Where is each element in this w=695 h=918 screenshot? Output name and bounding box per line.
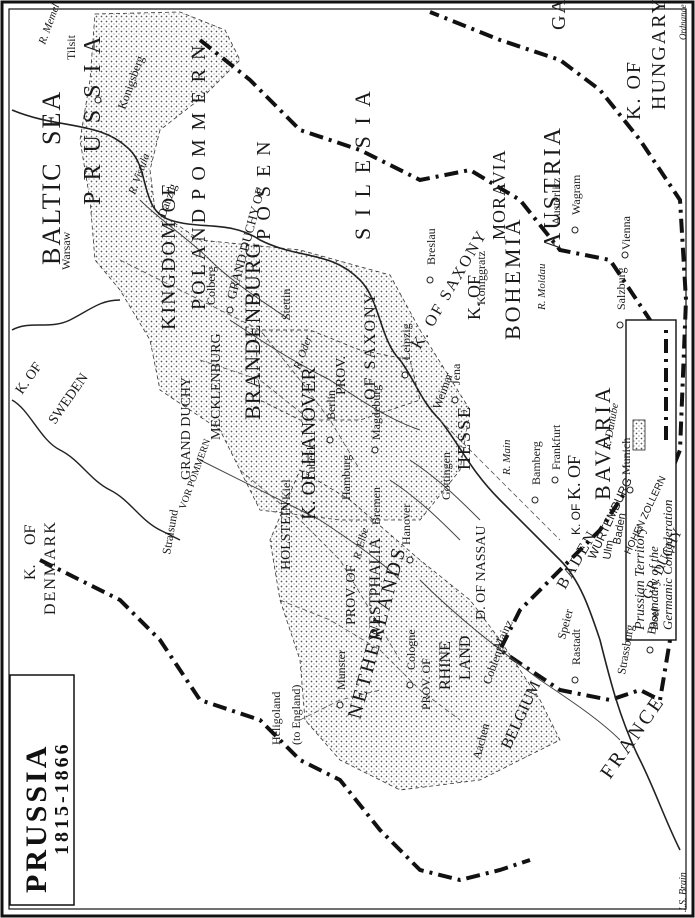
city-ulm: Ulm <box>601 539 616 560</box>
title-block: PRUSSIA 1815-1866 <box>9 674 75 906</box>
city-basel: Basel <box>644 606 663 635</box>
label-posen: P O S E N <box>253 139 275 240</box>
label-k-of-hanover: K. OF HANOVER <box>298 367 320 520</box>
city-breslau: Breslau <box>424 228 438 265</box>
city-bamberg: Bamberg <box>529 441 543 485</box>
city-colberg: Colberg <box>204 267 218 305</box>
label-k-of-bohemia: K. OF <box>464 275 484 320</box>
label-prov-of: PROV. OF <box>419 658 433 710</box>
label-k-of-bavaria: K. OF <box>564 455 584 500</box>
city-munich: Munich <box>619 438 633 475</box>
city-labels: R. Memel Tilsit Konigsberg Danzig Warsaw… <box>36 2 662 760</box>
legend: Prussian Territory Boundary of the Germa… <box>625 319 677 641</box>
state-boundaries <box>119 259 561 721</box>
city-leipzig: Leipzig <box>399 323 413 360</box>
city-lubeck: Lubeck <box>304 444 318 480</box>
label-of-denmark: OF <box>22 524 39 545</box>
label-baltic: BALTIC <box>37 162 66 266</box>
city-stettin: Stettin <box>279 289 293 320</box>
denmark-peninsula <box>11 399 181 541</box>
credit-left: J.S. Brain <box>678 872 689 912</box>
label-brandenburg: BRANDENBURG <box>240 242 265 420</box>
city-munster: Munster <box>334 650 348 690</box>
city-jena: Jena <box>449 363 463 385</box>
city-hamburg: Hamburg <box>339 455 353 500</box>
label-westphalia: WESTPHALIA <box>367 537 384 640</box>
confederation-boundary-west <box>39 558 531 883</box>
city-main: R. Main <box>501 439 513 476</box>
city-salzburg: Salzburg <box>614 268 628 310</box>
legend-box <box>625 319 677 641</box>
label-kingdom-of: KINGDOM OF <box>158 183 180 330</box>
label-land: LAND <box>457 636 474 680</box>
label-moravia: MORAVIA <box>489 149 509 240</box>
city-hanover: Hanover <box>399 504 413 545</box>
city-cologne: Cologne <box>404 629 418 670</box>
city-gottingen: Gottingen <box>439 452 453 500</box>
label-k-of-hungary: K. OF <box>623 60 645 120</box>
baltic-coastline <box>11 109 561 561</box>
title-box <box>9 674 75 906</box>
label-austria: AUSTRIA <box>540 125 566 250</box>
river-vistula <box>139 199 291 321</box>
city-berlin: Berlin <box>324 390 338 420</box>
label-nassau: D. OF NASSAU <box>474 525 489 620</box>
prussia-territory-west <box>269 469 561 791</box>
city-heligoland-1: Heligoland <box>269 692 283 745</box>
river-moldau <box>389 479 461 541</box>
river-elbe <box>199 459 401 581</box>
legend-boundary-line2: Germanic Confederation <box>660 500 675 630</box>
label-poland: POLAND <box>188 205 210 310</box>
city-vienna: Vienna <box>619 215 633 250</box>
label-denmark: DENMARK <box>42 520 59 615</box>
label-k-of-wurtemburg: K. OF <box>569 504 583 535</box>
label-silesia: S I L E S I A <box>350 88 375 240</box>
north-sea-coastline <box>559 559 681 851</box>
city-kiel: Kiel <box>279 479 293 500</box>
label-holstein: HOLSTEIN <box>279 502 294 570</box>
label-grand-duchy: GRAND DUCHY <box>179 377 194 480</box>
city-dots <box>94 96 654 709</box>
map-inner-frame <box>8 8 687 910</box>
city-moldau: R. Moldau <box>536 263 548 311</box>
label-bavaria: BAVARIA <box>590 384 615 500</box>
label-prov-saxony-1: PROV. <box>334 356 349 395</box>
map-title: PRUSSIA <box>20 744 53 893</box>
legend-prussian-territory: Prussian Territory <box>633 526 648 631</box>
label-sea: SEA <box>37 90 66 145</box>
city-warsaw: Warsaw <box>59 231 73 270</box>
city-magdeburg: Magdeburg <box>369 385 383 440</box>
label-prov-of-westphalia: PROV. OF <box>344 564 359 625</box>
label-k-denmark: K. <box>22 564 39 580</box>
river-oder <box>229 319 421 431</box>
sweden-coast <box>11 299 121 331</box>
label-pommern: P O M M E R N <box>188 44 210 200</box>
city-frankfurt: Frankfurt <box>549 424 563 470</box>
city-baden: Baden <box>611 512 628 545</box>
city-rastadt: Rastadt <box>569 628 583 665</box>
city-wagram: Wagram <box>569 174 583 215</box>
label-rhine: RHINE <box>437 641 454 690</box>
map-years: 1815-1866 <box>51 741 73 855</box>
credit-right: Ordnance <box>678 4 688 40</box>
label-hungary: HUNGARY <box>648 0 670 110</box>
city-bremen: Bremen <box>369 487 383 525</box>
river-main <box>409 459 481 521</box>
label-prussia: P R U S S I A <box>80 34 106 206</box>
river-danube <box>419 579 621 741</box>
label-mecklenburg: MECKLENBURG <box>209 333 224 440</box>
label-bohemia: BOHEMIA <box>500 216 525 340</box>
city-tilsit: Tilsit <box>64 34 78 60</box>
label-galicia: GALICIA <box>548 0 570 30</box>
label-hesse: HESSE <box>454 405 474 470</box>
city-konigratz: Koniggratz <box>474 251 488 305</box>
label-prov-saxony-2: OF SAXONY <box>362 291 379 400</box>
city-heligoland-2: (to England) <box>289 685 303 745</box>
prussia-territory-saxony <box>254 329 421 421</box>
confederation-boundary <box>198 10 689 703</box>
legend-stipple-swatch <box>632 419 646 451</box>
legend-boundary-line1: Boundary of the <box>646 546 661 630</box>
city-austerlitz: Austerlitz <box>549 178 563 225</box>
